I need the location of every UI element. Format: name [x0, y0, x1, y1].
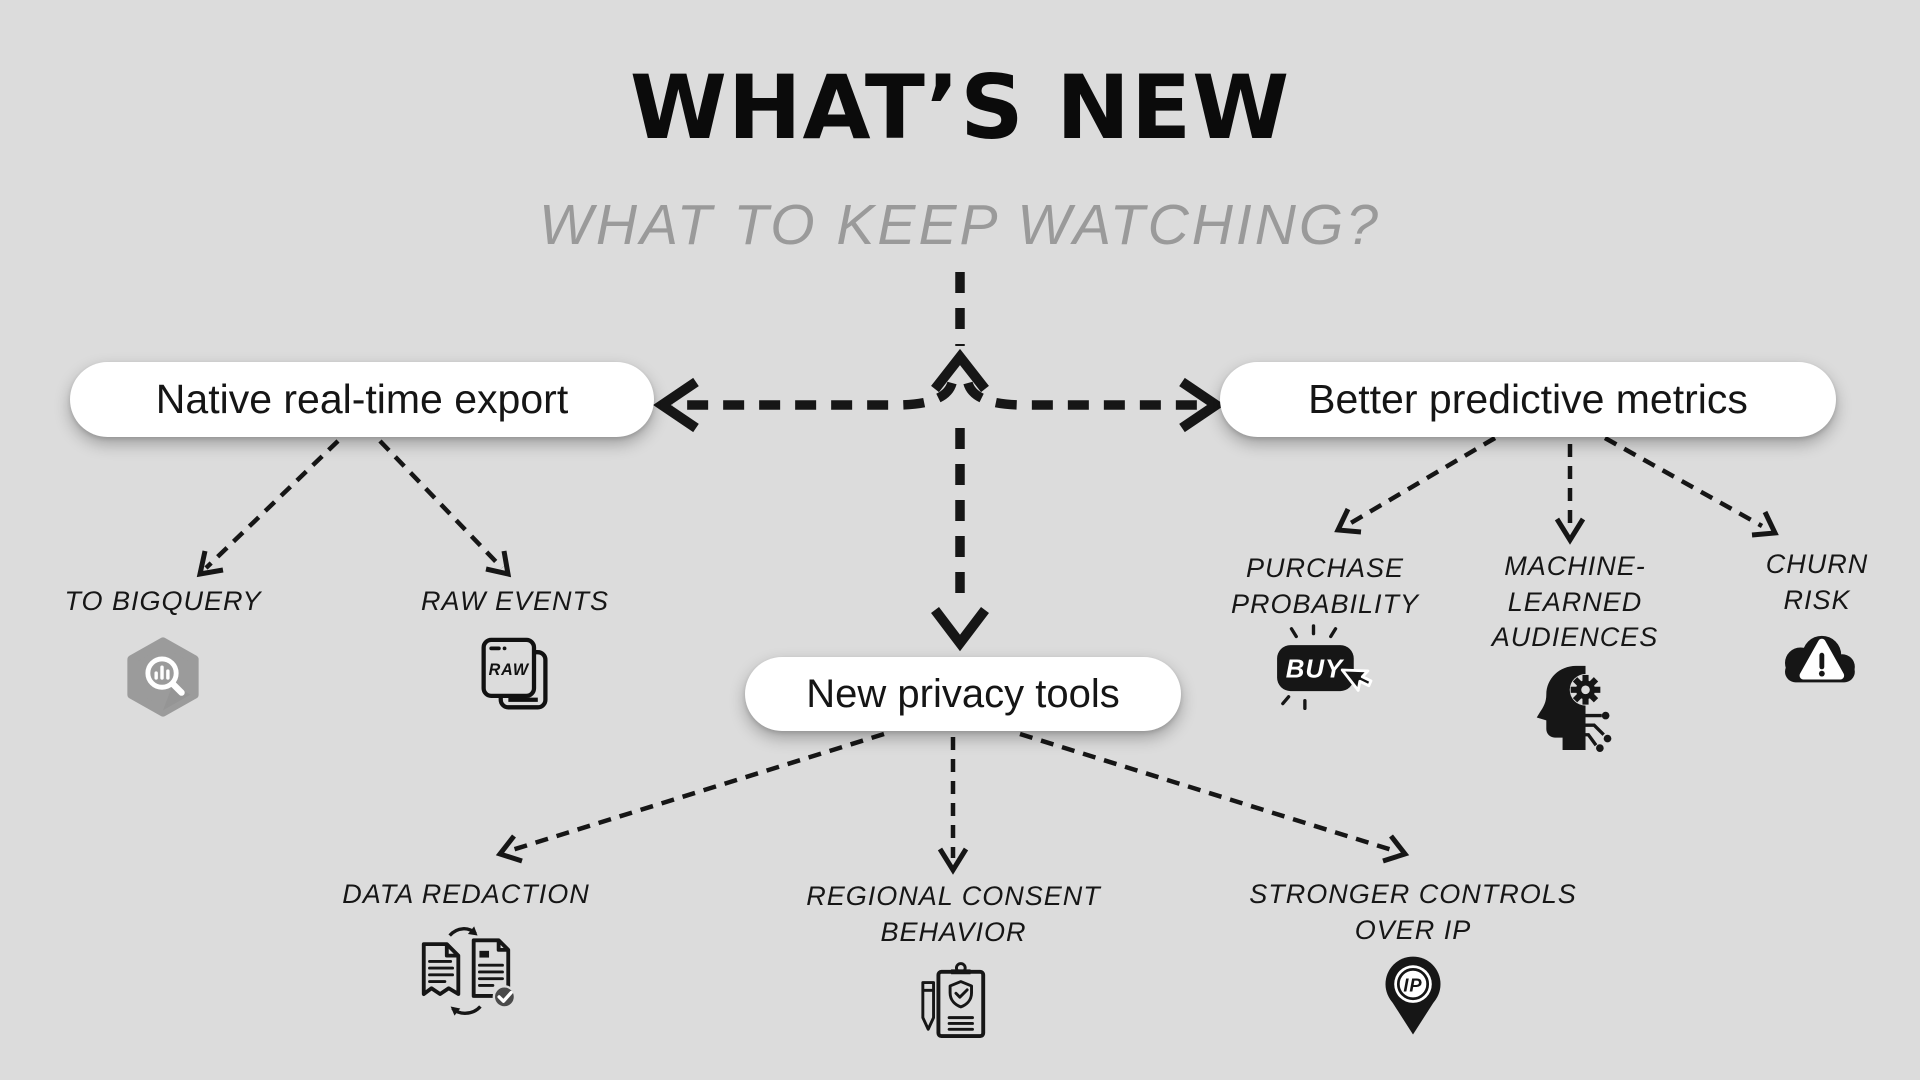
page-title: WHAT’S NEW: [629, 56, 1291, 159]
svg-text:BUY: BUY: [1286, 656, 1345, 684]
node-label: RAW EVENTS: [420, 586, 610, 616]
node-raw-events: RAW EVENTS RAW: [375, 584, 655, 716]
node-regional-consent-behavior: REGIONAL CONSENT BEHAVIOR: [781, 879, 1126, 1048]
up-arrowhead-icon: [931, 348, 989, 393]
node-label: CHURN RISK: [1765, 549, 1869, 615]
branch-line: [511, 731, 885, 853]
branch-arrowhead-icon: [495, 834, 523, 864]
svg-text:IP: IP: [1403, 975, 1422, 996]
node-stronger-controls-over-ip: STRONGER CONTROLS OVER IP IP: [1233, 877, 1593, 1040]
branch-arrowhead-icon: [1382, 834, 1410, 864]
branch-arrowhead-icon: [1334, 507, 1362, 535]
consent-clipboard-icon: [920, 962, 985, 1039]
branch-pill-label: Better predictive metrics: [1308, 376, 1748, 422]
node-label: DATA REDACTION: [342, 879, 590, 909]
raw-events-icon: RAW: [481, 637, 548, 710]
node-machine-learned-audiences: MACHINE-LEARNED AUDIENCES: [1470, 549, 1680, 754]
branch-line: [1603, 436, 1764, 528]
branch-arrowhead-icon: [485, 550, 512, 578]
hub-line-left: [672, 381, 957, 410]
branch-pill-native-real-time-export: Native real-time export: [70, 362, 654, 437]
node-purchase-probability: PURCHASE PROBABILITY BUY: [1205, 551, 1445, 716]
node-label: TO BIGQUERY: [64, 586, 262, 616]
node-label: MACHINE-LEARNED AUDIENCES: [1491, 551, 1659, 653]
branch-pill-label: Native real-time export: [155, 376, 569, 422]
node-to-bigquery: TO BIGQUERY: [23, 584, 303, 718]
branch-arrowhead-icon: [937, 847, 969, 875]
branch-line: [204, 439, 340, 570]
branch-line: [1019, 731, 1393, 853]
churn-cloud-warning-icon: [1785, 636, 1855, 683]
node-label: REGIONAL CONSENT BEHAVIOR: [806, 881, 1101, 947]
branch-line: [1347, 436, 1497, 526]
bigquery-icon: [127, 637, 199, 717]
buy-click-icon: BUY: [1277, 624, 1373, 711]
machine-learning-head-icon: [1536, 665, 1612, 752]
node-label: PURCHASE PROBABILITY: [1230, 553, 1420, 619]
svg-text:RAW: RAW: [489, 661, 530, 679]
branch-pill-better-predictive-metrics: Better predictive metrics: [1220, 362, 1836, 437]
data-redaction-docs-icon: [421, 925, 517, 1016]
node-label: STRONGER CONTROLS OVER IP: [1249, 879, 1577, 945]
branch-arrowhead-icon: [1554, 517, 1586, 545]
down-arrowhead-icon: [931, 606, 989, 652]
node-churn-risk: CHURN RISK: [1752, 547, 1882, 694]
branch-pill-label: New privacy tools: [806, 671, 1120, 716]
ip-pin-icon: IP: [1385, 956, 1441, 1035]
page-subtitle: WHAT TO KEEP WATCHING?: [539, 193, 1381, 257]
branch-line: [378, 439, 504, 570]
branch-pill-new-privacy-tools: New privacy tools: [745, 657, 1181, 731]
hub-line-right: [963, 381, 1208, 410]
branch-arrowhead-icon: [1751, 510, 1779, 538]
node-data-redaction: DATA REDACTION: [306, 877, 626, 1019]
right-arrowhead-icon: [1179, 377, 1225, 433]
left-arrowhead-icon: [653, 377, 699, 433]
branch-arrowhead-icon: [196, 550, 224, 578]
